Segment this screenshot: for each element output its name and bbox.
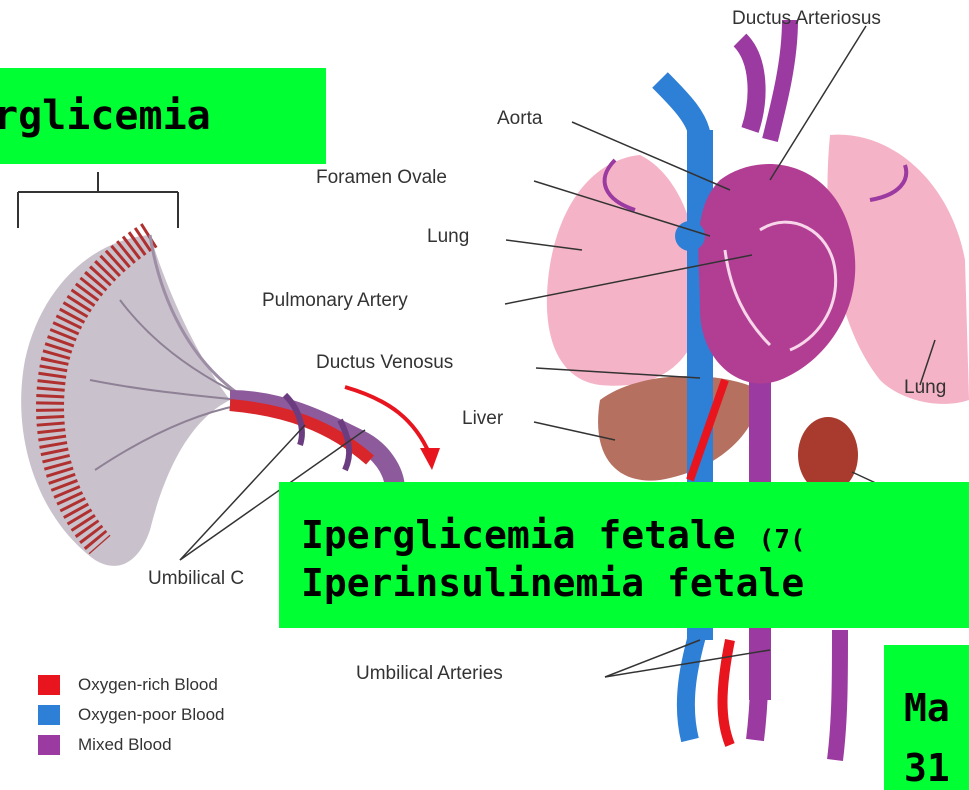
legend-label-oxygen-rich: Oxygen-rich Blood [78, 675, 218, 695]
overlay-center-line1: Iperglicemia fetale (7( [301, 512, 806, 563]
legend-label-mixed: Mixed Blood [78, 735, 172, 755]
label-liver: Liver [462, 408, 503, 430]
heart-shape [698, 164, 855, 383]
umbilical-cord [230, 395, 395, 490]
overlay-center: Iperglicemia fetale (7( Iperinsulinemia … [279, 482, 969, 628]
label-aorta: Aorta [497, 108, 542, 130]
label-umbilical-cord: Umbilical C [148, 568, 244, 590]
legend-label-oxygen-poor: Oxygen-poor Blood [78, 705, 224, 725]
overlay-bottom-right: Ma 31 [884, 645, 969, 790]
overlay-bottom-right-line2: 31 [904, 745, 950, 790]
legend-item-oxygen-rich: Oxygen-rich Blood [38, 674, 218, 696]
label-ductus-arteriosus: Ductus Arteriosus [732, 8, 881, 30]
overlay-center-line1-text: Iperglicemia fetale [301, 513, 736, 557]
legend-swatch-oxygen-rich [38, 675, 60, 695]
placenta-icon [21, 235, 240, 566]
legend-swatch-oxygen-poor [38, 705, 60, 725]
overlay-top-left-text: rglicemia [0, 93, 211, 139]
label-pulmonary-artery: Pulmonary Artery [262, 290, 408, 312]
label-lung-left: Lung [427, 226, 469, 248]
overlay-center-line2: Iperinsulinemia fetale [301, 560, 804, 606]
liver-shape [598, 376, 760, 481]
overlay-center-line1-small: (7( [759, 525, 806, 555]
placenta-bracket [18, 172, 178, 228]
legend-swatch-mixed [38, 735, 60, 755]
label-lung-right: Lung [904, 377, 946, 399]
label-ductus-venosus: Ductus Venosus [316, 352, 453, 374]
overlay-bottom-right-line1: Ma [904, 685, 950, 731]
legend-item-oxygen-poor: Oxygen-poor Blood [38, 704, 224, 726]
label-foramen-ovale: Foramen Ovale [316, 167, 447, 189]
legend-item-mixed: Mixed Blood [38, 734, 172, 756]
label-umbilical-arteries: Umbilical Arteries [356, 663, 503, 685]
overlay-top-left: rglicemia [0, 68, 326, 164]
